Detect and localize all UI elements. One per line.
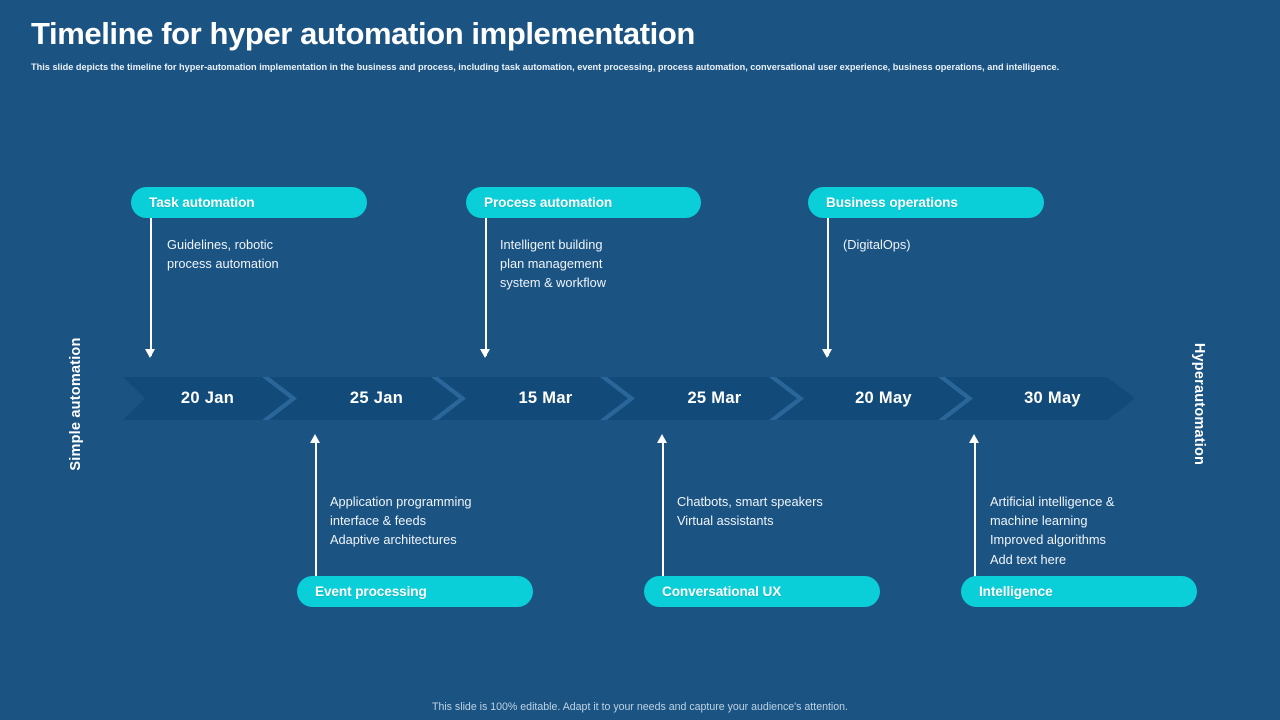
connector-line-business-operations (827, 218, 829, 356)
connector-arrow-up-conversational-ux (657, 434, 668, 443)
milestone-pill-intelligence[interactable]: Intelligence (961, 576, 1197, 607)
connector-arrow-down-task-automation (145, 349, 156, 358)
axis-label-hyperautomation: Hyperautomation (1191, 342, 1207, 466)
timeline-chevron-bar (123, 377, 1135, 420)
milestone-description-intelligence: Artificial intelligence & machine learni… (990, 494, 1115, 567)
connector-arrow-up-intelligence (969, 434, 980, 443)
timeline-step-label: 25 Jan (349, 389, 404, 407)
milestone-pill-event-processing[interactable]: Event processing (297, 576, 533, 607)
page-title: Timeline for hyper automation implementa… (31, 16, 695, 51)
milestone-description-process-automation: Intelligent building plan management sys… (500, 237, 606, 291)
connector-arrow-down-process-automation (480, 349, 491, 358)
connector-line-process-automation (485, 218, 487, 356)
milestone-pill-conversational-ux[interactable]: Conversational UX (644, 576, 880, 607)
milestone-description-conversational-ux: Chatbots, smart speakers Virtual assista… (677, 494, 823, 529)
timeline-step-label: 20 May (855, 389, 912, 407)
connector-arrow-up-event-processing (310, 434, 321, 443)
milestone-pill-business-operations[interactable]: Business operations (808, 187, 1044, 218)
connector-arrow-down-business-operations (822, 349, 833, 358)
connector-line-conversational-ux (662, 443, 664, 578)
milestone-description-business-operations: (DigitalOps) (843, 237, 911, 252)
axis-label-simple-automation: Simple automation (68, 337, 84, 471)
footer-note: This slide is 100% editable. Adapt it to… (431, 701, 849, 713)
milestone-description-task-automation: Guidelines, robotic process automation (167, 237, 279, 272)
connector-line-intelligence (974, 443, 976, 578)
timeline-step-label: 25 Mar (687, 389, 742, 407)
milestone-pill-process-automation[interactable]: Process automation (466, 187, 701, 218)
timeline-step-label: 20 Jan (180, 389, 235, 407)
milestone-description-event-processing: Application programming interface & feed… (330, 494, 472, 548)
timeline-step-label: 30 May (1024, 389, 1081, 407)
slide-subtitle: This slide depicts the timeline for hype… (31, 61, 1060, 72)
slide-header: Timeline for hyper automation implementa… (31, 16, 1211, 74)
connector-line-task-automation (150, 218, 152, 356)
connector-line-event-processing (315, 443, 317, 578)
milestone-pill-task-automation[interactable]: Task automation (131, 187, 367, 218)
timeline-step-label: 15 Mar (518, 389, 573, 407)
